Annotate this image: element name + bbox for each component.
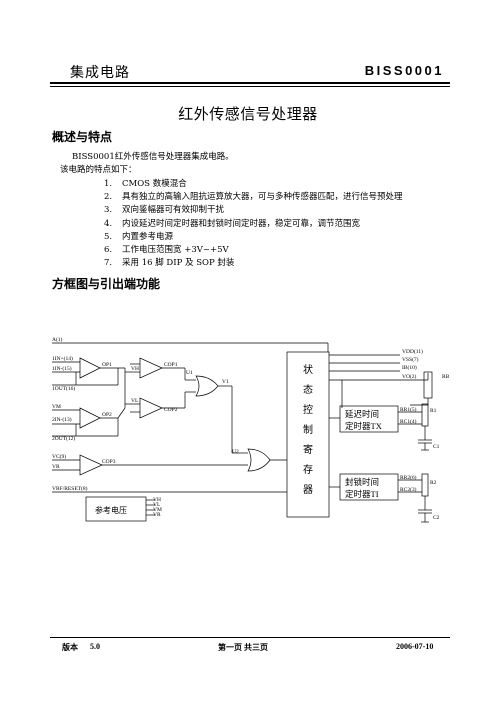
register-char-4: 制 (303, 423, 313, 436)
pin-1in-minus: 1IN-(15) (52, 365, 72, 372)
pin-1in-plus: 1IN+(14) (52, 355, 73, 362)
pin-rr1: RR1(5) (400, 406, 417, 413)
pin-1out: 1OUT(16) (52, 385, 75, 392)
feature-item-number: 6. (104, 245, 113, 255)
timer-ti-line1: 封锁时间 (345, 477, 379, 487)
footer-version-label: 版本 (62, 643, 78, 652)
label-r1: R1 (430, 408, 437, 414)
footer-rule (50, 637, 450, 638)
feature-item-number: 2. (104, 192, 113, 203)
timer-tx-line2: 定时器TX (345, 421, 382, 431)
pin-vo: VO(2) (402, 373, 417, 380)
label-vh: VH (131, 366, 139, 372)
feature-item: 7. 采用 16 脚 DIP 及 SOP 封装 (104, 256, 234, 268)
pin-vc: VC(9) (52, 453, 66, 460)
feature-item-text: 内置参考电源 (122, 231, 174, 242)
label-rb: RB (442, 374, 450, 380)
label-c2: C2 (433, 515, 440, 521)
label-cop3: COP3 (102, 459, 116, 465)
label-v1: V1 (222, 379, 229, 385)
label-cop2: COP2 (164, 407, 178, 413)
header-rule (50, 82, 450, 84)
header-rule-thin (50, 86, 450, 87)
feature-item-text: 工作电压范围宽 +3V~+5V (122, 245, 229, 255)
label-cop1: COP1 (164, 362, 178, 368)
feature-item-number: 3. (104, 205, 113, 216)
register-char-5: 寄 (303, 443, 313, 456)
lead-text: 该电路的特点如下： (60, 165, 137, 175)
pin-2out: 2OUT(12) (52, 435, 75, 442)
feature-item: 4. 内设延迟时间定时器和封锁时间定时器，稳定可靠，调节范围宽 (104, 217, 360, 229)
feature-item: 2. 具有独立的高输入阻抗运算放大器，可与多种传感器匹配，进行信号预处理 (104, 190, 403, 202)
ref-block-label: 参考电压 (95, 505, 127, 515)
header-right: BISS0001 (364, 63, 444, 78)
register-char-3: 控 (303, 403, 313, 416)
register-char-2: 态 (303, 383, 313, 396)
register-char-7: 器 (303, 484, 313, 496)
label-c1: C1 (433, 444, 440, 450)
ref-out-vr: VR (153, 512, 161, 518)
pin-ib: IB(10) (402, 364, 417, 371)
section-heading-overview: 概述与特点 (52, 130, 113, 144)
register-char-1: 状 (303, 363, 313, 376)
pin-vrf-reset: VRF/RESET(8) (52, 485, 88, 492)
pin-2in-minus: 2IN-(13) (52, 416, 72, 423)
label-u2: U2 (232, 449, 239, 455)
label-op2: OP2 (102, 412, 112, 418)
footer-date: 2006-07-10 (396, 642, 434, 651)
feature-item-number: 5. (104, 231, 113, 242)
header-left: 集成电路 (70, 65, 130, 81)
intro-text: BISS0001红外传感信号处理器集成电路。 (72, 152, 234, 162)
feature-item: 1. CMOS 数模混合 (104, 177, 187, 189)
label-r2: R2 (430, 480, 437, 486)
pin-vss: VSS(7) (402, 356, 419, 363)
timer-tx-line1: 延迟时间 (345, 409, 379, 419)
pin-rc1: RC1(4) (400, 418, 417, 425)
pin-vr: VR (52, 464, 60, 470)
footer-version: 5.0 (90, 642, 100, 651)
timer-ti-line2: 定时器TI (345, 489, 379, 499)
pin-a1: A(1) (52, 336, 63, 343)
feature-item-text: 采用 16 脚 DIP 及 SOP 封装 (122, 258, 235, 269)
feature-item-text: 内设延迟时间定时器和封锁时间定时器，稳定可靠，调节范围宽 (122, 218, 361, 229)
pin-rc2: RC2(3) (400, 486, 417, 493)
feature-item-text: CMOS 数模混合 (122, 179, 187, 189)
footer-page: 第一页 共三页 (218, 643, 268, 652)
feature-item: 3. 双向鉴幅器可有效抑制干扰 (104, 203, 224, 215)
label-vl: VL (131, 398, 139, 404)
ref-out-vh: VH (153, 497, 161, 503)
pin-vm: VM (52, 404, 61, 410)
feature-item-number: 1. (104, 179, 113, 189)
feature-item: 6. 工作电压范围宽 +3V~+5V (104, 243, 229, 255)
feature-item: 5. 内置参考电源 (104, 230, 173, 242)
register-char-6: 存 (303, 463, 313, 476)
page-title: 红外传感信号处理器 (178, 105, 318, 123)
feature-item-text: 双向鉴幅器可有效抑制干扰 (122, 205, 225, 216)
ref-out-vm: VM (153, 507, 162, 513)
ref-out-vl: VL (153, 502, 161, 508)
pin-rr2: RR2(6) (400, 474, 417, 481)
pin-vdd: VDD(11) (402, 348, 423, 355)
section-heading-diagram: 方框图与引出端功能 (52, 277, 161, 291)
label-u1: U1 (186, 370, 193, 376)
feature-item-text: 具有独立的高输入阻抗运算放大器，可与多种传感器匹配，进行信号预处理 (122, 192, 403, 203)
feature-item-number: 7. (104, 258, 113, 269)
feature-item-number: 4. (104, 218, 113, 229)
label-op1: OP1 (102, 362, 112, 368)
